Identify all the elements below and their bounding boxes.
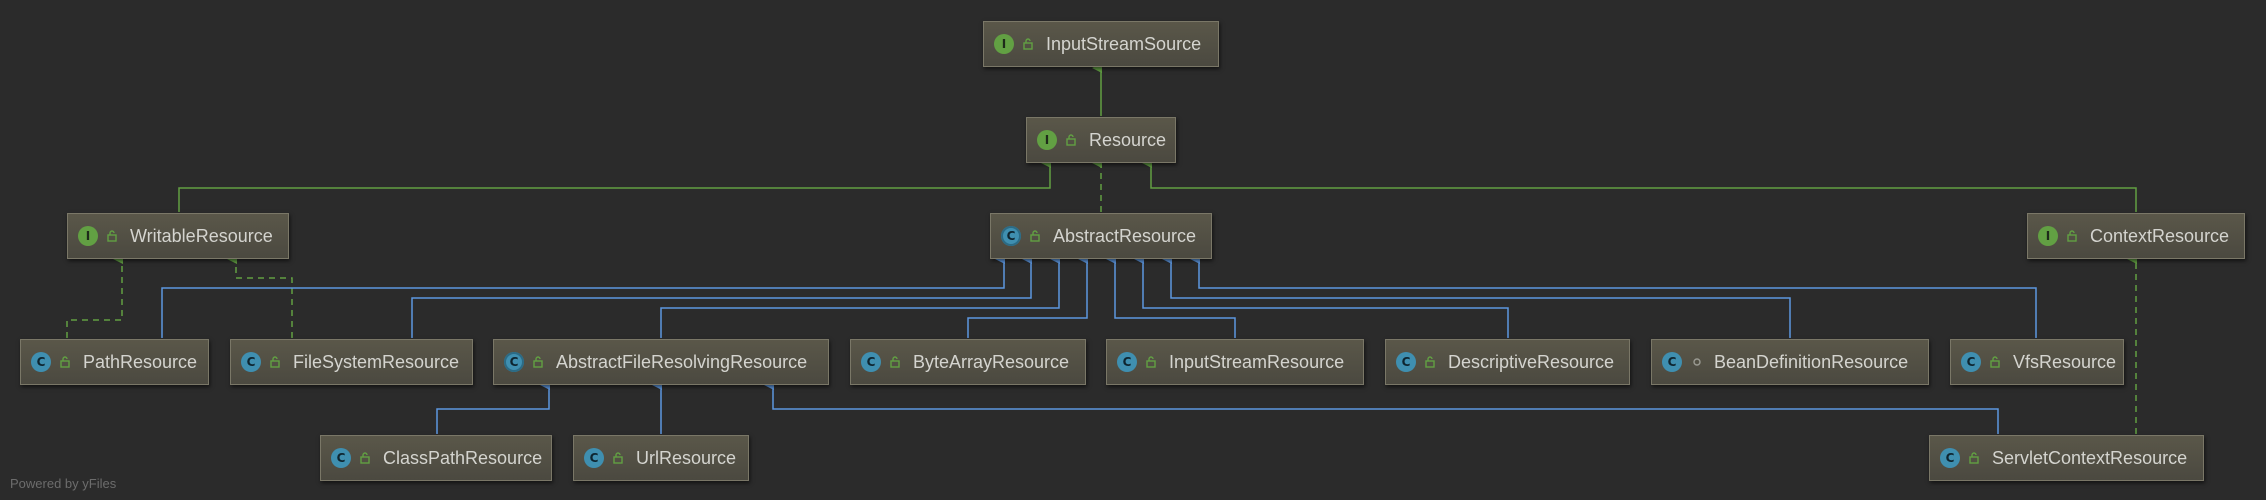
node-classpathresource[interactable]: C ClassPathResource [320,435,552,481]
node-label: Resource [1089,129,1167,150]
node-bytearrayresource[interactable]: C ByteArrayResource [850,339,1086,385]
class-badge-icon: C [861,352,881,372]
node-label: VfsResource [2013,351,2117,372]
edge-inputstreamresource-extends-abstractresource [1106,254,1236,338]
node-label: DescriptiveResource [1448,351,1615,372]
public-lock-icon [1145,355,1159,369]
node-writableresource[interactable]: I WritableResource [67,213,289,259]
public-lock-icon [1968,451,1982,465]
edge-writableresource-extends-resource [178,158,1051,212]
edge-vfsresource-extends-abstractresource [1190,254,2037,338]
class-badge-icon: C [31,352,51,372]
edge-contextresource-extends-resource [1142,158,2137,212]
node-resource[interactable]: I Resource [1026,117,1176,163]
node-urlresource[interactable]: C UrlResource [573,435,749,481]
public-lock-icon [2066,229,2080,243]
class-badge-icon: C [1396,352,1416,372]
edge-abstractfileresolvingresource-extends-abstractresource [660,254,1060,338]
edge-bytearrayresource-extends-abstractresource [967,254,1088,338]
node-label: UrlResource [636,447,737,468]
public-lock-icon [889,355,903,369]
node-pathresource[interactable]: C PathResource [20,339,209,385]
package-private-dot-icon [1690,355,1704,369]
public-lock-icon [359,451,373,465]
public-lock-icon [532,355,546,369]
edge-pathresource-extends-abstractresource [161,254,1005,338]
interface-badge-icon: I [994,34,1014,54]
node-label: InputStreamResource [1169,351,1345,372]
node-abstractfileresolvingresource[interactable]: C AbstractFileResolvingResource [493,339,829,385]
class-badge-icon: C [241,352,261,372]
public-lock-icon [1029,229,1043,243]
interface-badge-icon: I [2038,226,2058,246]
node-label: ServletContextResource [1992,447,2188,468]
public-lock-icon [612,451,626,465]
node-label: AbstractFileResolvingResource [556,351,808,372]
node-label: WritableResource [130,225,273,246]
node-inputstreamsource[interactable]: I InputStreamSource [983,21,1219,67]
node-beandefinitionresource[interactable]: C BeanDefinitionResource [1651,339,1929,385]
node-contextresource[interactable]: I ContextResource [2027,213,2245,259]
node-descriptiveresource[interactable]: C DescriptiveResource [1385,339,1630,385]
node-servletcontextresource[interactable]: C ServletContextResource [1929,435,2204,481]
abstract-class-badge-icon: C [1001,226,1021,246]
node-vfsresource[interactable]: C VfsResource [1950,339,2124,385]
class-badge-icon: C [584,448,604,468]
node-label: ContextResource [2090,225,2230,246]
node-label: InputStreamSource [1046,33,1202,54]
public-lock-icon [59,355,73,369]
edge-servletcontextresource-extends-abstractfileresolvingresource [764,380,1999,434]
node-label: BeanDefinitionResource [1714,351,1909,372]
public-lock-icon [106,229,120,243]
edge-filesystemresource-extends-abstractresource [411,254,1032,338]
interface-badge-icon: I [78,226,98,246]
class-badge-icon: C [1961,352,1981,372]
public-lock-icon [1424,355,1438,369]
node-inputstreamresource[interactable]: C InputStreamResource [1106,339,1364,385]
node-label: AbstractResource [1053,225,1197,246]
edge-filesystemresource-implements-writableresource [227,254,293,338]
node-abstractresource[interactable]: C AbstractResource [990,213,1212,259]
node-label: PathResource [83,351,198,372]
node-label: FileSystemResource [293,351,460,372]
public-lock-icon [1065,133,1079,147]
class-badge-icon: C [1940,448,1960,468]
edge-classpathresource-extends-abstractfileresolvingresource [436,380,550,434]
node-label: ByteArrayResource [913,351,1070,372]
class-badge-icon: C [331,448,351,468]
edge-pathresource-implements-writableresource [66,254,123,338]
edge-beandefinitionresource-extends-abstractresource [1162,254,1791,338]
edge-descriptiveresource-extends-abstractresource [1134,254,1509,338]
public-lock-icon [269,355,283,369]
node-filesystemresource[interactable]: C FileSystemResource [230,339,473,385]
yfiles-watermark: Powered by yFiles [10,476,117,491]
abstract-class-badge-icon: C [504,352,524,372]
class-badge-icon: C [1662,352,1682,372]
node-label: ClassPathResource [383,447,543,468]
public-lock-icon [1989,355,2003,369]
interface-badge-icon: I [1037,130,1057,150]
public-lock-icon [1022,37,1036,51]
class-badge-icon: C [1117,352,1137,372]
